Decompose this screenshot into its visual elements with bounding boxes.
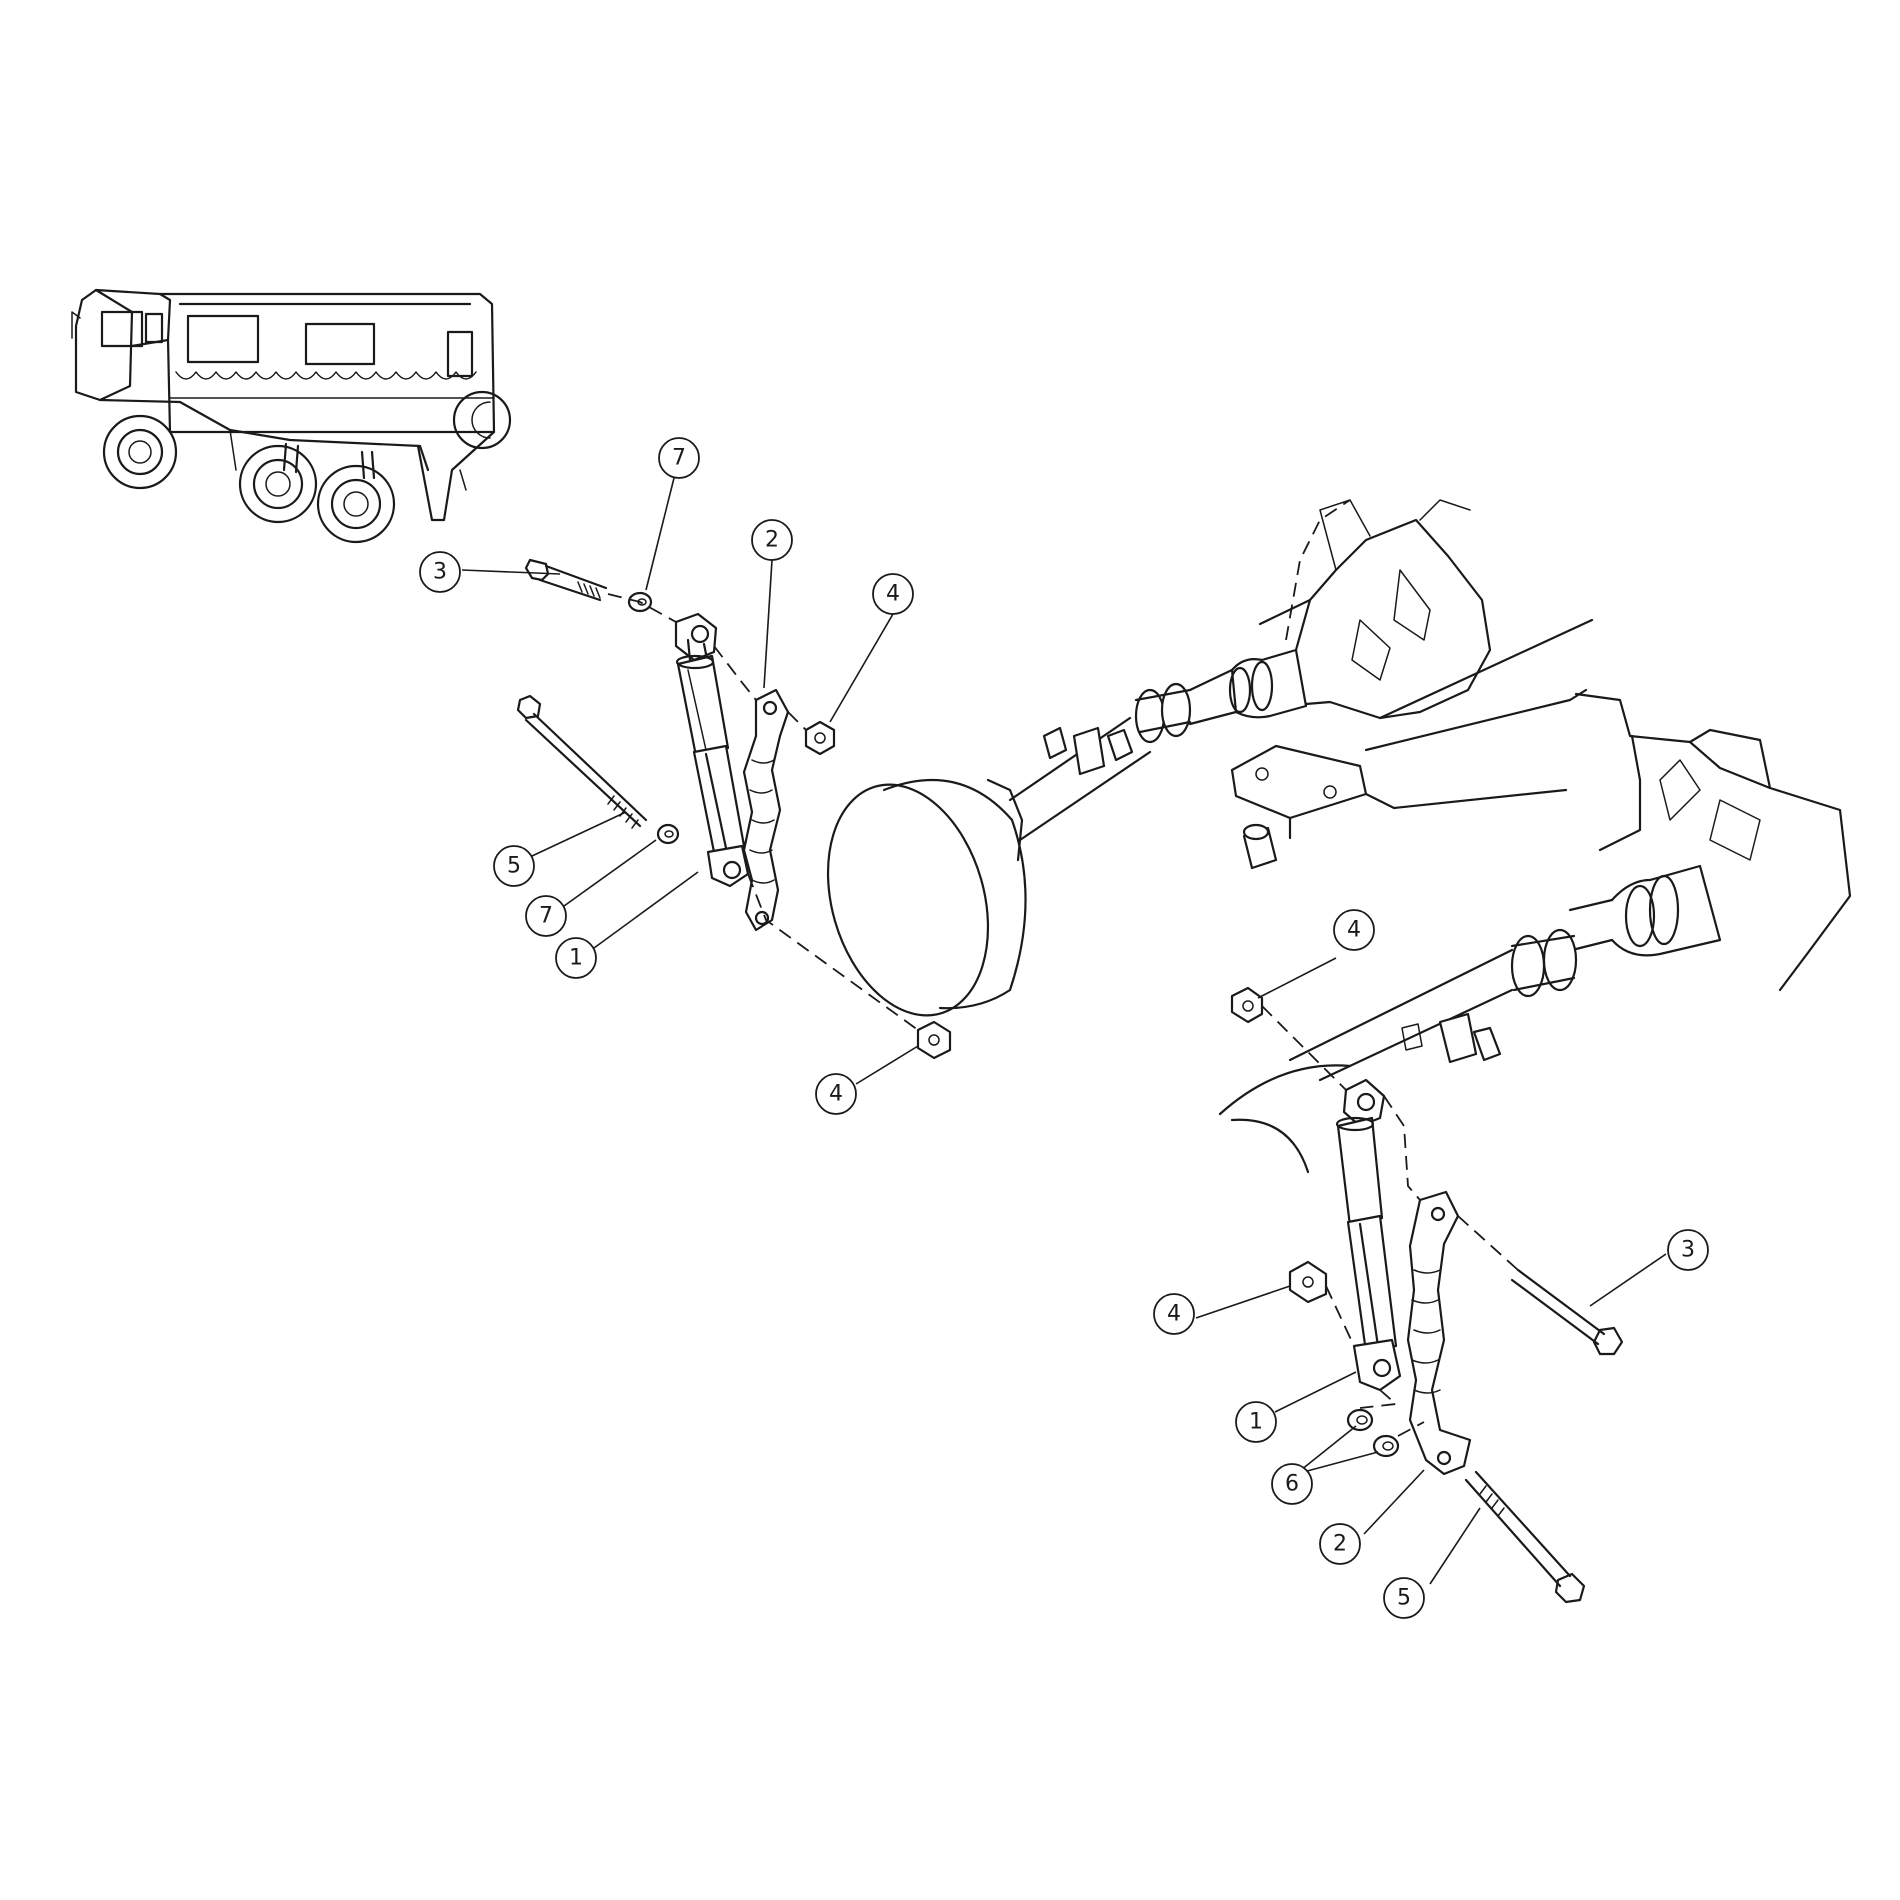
- right-bolt-3: [1510, 1268, 1624, 1356]
- upper-assembly-line-3: [787, 711, 807, 731]
- callout-7-top: 7: [658, 437, 700, 479]
- svg-text:7: 7: [672, 446, 686, 471]
- callout-4-bottom-left: 4: [815, 1073, 857, 1115]
- rear-wheel: [316, 464, 396, 544]
- svg-text:6: 6: [1285, 1472, 1299, 1497]
- right-joint-boot: [1568, 864, 1722, 957]
- callout-5-right: 5: [1383, 1577, 1425, 1619]
- right-fender: [1218, 1064, 1352, 1174]
- svg-text:3: 3: [433, 560, 447, 585]
- svg-text:4: 4: [886, 582, 900, 607]
- upper-nut-4-top: [804, 720, 836, 756]
- svg-text:2: 2: [765, 528, 779, 553]
- right-axle-clamp: [1510, 928, 1578, 998]
- right-assembly-line-5: [1359, 1389, 1425, 1437]
- svg-text:4: 4: [829, 1082, 843, 1107]
- callout-5-left: 5: [493, 845, 535, 887]
- leader-lines: [461, 457, 1667, 1585]
- svg-text:4: 4: [1347, 918, 1361, 943]
- callout-3-top: 3: [419, 551, 461, 593]
- left-gearbox: [1258, 499, 1492, 720]
- right-assembly-line-1: [1261, 1005, 1347, 1091]
- upper-washer-7-lower: [656, 823, 680, 845]
- upper-assembly-line-4: [747, 873, 919, 1031]
- callout-4-right-mid: 4: [1153, 1293, 1195, 1335]
- callout-4-top-right: 4: [872, 573, 914, 615]
- middle-wheel: [238, 444, 318, 524]
- right-nut-4-upper: [1230, 986, 1264, 1024]
- upper-bolt-3: [524, 558, 608, 602]
- upper-shock-absorber: [674, 612, 750, 888]
- right-long-bolt-5: [1464, 1470, 1586, 1604]
- svg-text:1: 1: [1249, 1410, 1263, 1435]
- callout-1-right: 1: [1235, 1401, 1277, 1443]
- upper-long-bolt-5: [516, 694, 648, 829]
- svg-text:1: 1: [569, 946, 583, 971]
- right-assembly-line-3: [1457, 1215, 1519, 1271]
- upper-assembly-line-2: [713, 645, 757, 701]
- callout-3-right: 3: [1667, 1229, 1709, 1271]
- svg-text:4: 4: [1167, 1302, 1181, 1327]
- upper-assembly-line-1: [607, 593, 677, 623]
- left-brake-drum: [826, 778, 1027, 1017]
- svg-text:5: 5: [507, 854, 521, 879]
- right-assembly-line-4: [1325, 1285, 1355, 1347]
- right-washers-6: [1346, 1408, 1400, 1458]
- upper-torque-link-2: [742, 688, 790, 932]
- right-nut-4-lower: [1288, 1260, 1328, 1304]
- svg-text:5: 5: [1397, 1586, 1411, 1611]
- callout-7-left: 7: [525, 895, 567, 937]
- right-gearbox: [1574, 692, 1852, 992]
- left-axle-tube: [1008, 716, 1152, 842]
- right-assembly-line-2: [1383, 1095, 1421, 1201]
- left-axle-clamp: [1134, 682, 1192, 744]
- upper-nut-4-bottom: [916, 1020, 952, 1060]
- front-wheel: [102, 414, 178, 490]
- svg-text:3: 3: [1681, 1238, 1695, 1263]
- callout-6-right: 6: [1271, 1463, 1313, 1505]
- callout-1-left: 1: [555, 937, 597, 979]
- callout-2-right: 2: [1319, 1523, 1361, 1565]
- vehicle-thumbnail: [71, 288, 512, 544]
- chassis-frame: [1230, 618, 1594, 870]
- right-torque-link-2: [1406, 1190, 1472, 1476]
- right-axle-tube: [1288, 948, 1514, 1082]
- right-shock-absorber: [1335, 1078, 1402, 1392]
- svg-text:2: 2: [1333, 1532, 1347, 1557]
- svg-text:7: 7: [539, 904, 553, 929]
- callout-4-right-upper: 4: [1333, 909, 1375, 951]
- callout-2-top: 2: [751, 519, 793, 561]
- left-joint-boot: [1188, 648, 1308, 726]
